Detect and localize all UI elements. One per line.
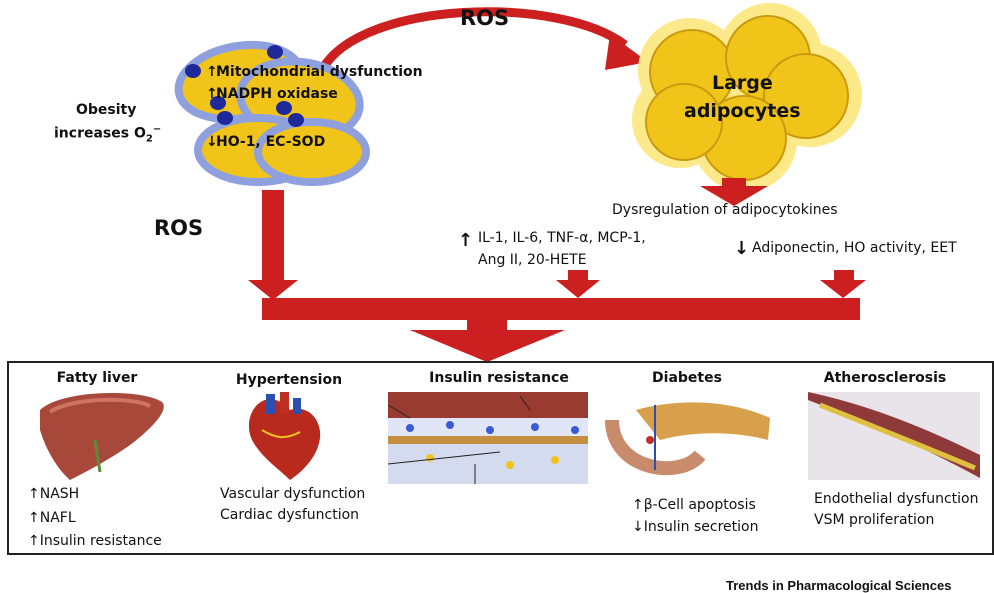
ros-curved-arrow bbox=[318, 7, 628, 73]
artery-image bbox=[808, 392, 980, 480]
down-cytokines-label: Adiponectin, HO activity, EET bbox=[752, 240, 957, 256]
ros-curved-arrowhead bbox=[605, 34, 648, 70]
merge-arrowhead bbox=[410, 330, 565, 362]
up-cytokines-arrow-icon: ↑ bbox=[458, 230, 474, 251]
up-cytokines-line-1: IL-1, IL-6, TNF-α, MCP-1, bbox=[478, 230, 646, 246]
merge-bar bbox=[262, 298, 860, 320]
atherosclerosis-line-2: VSM proliferation bbox=[814, 512, 935, 528]
liver-image bbox=[40, 392, 164, 480]
large-adipocytes-label-2: adipocytes bbox=[684, 100, 801, 122]
panel-title-hypertension: Hypertension bbox=[235, 372, 343, 388]
fatty-liver-line-2: ↑NAFL bbox=[28, 510, 76, 526]
obesity-label-line2: increases O2− bbox=[54, 124, 162, 145]
heart-image bbox=[248, 392, 321, 480]
outcomes-box bbox=[7, 361, 994, 555]
diabetes-line-2: ↓Insulin secretion bbox=[632, 519, 759, 535]
dysregulation-label: Dysregulation of adipocytokines bbox=[612, 202, 838, 218]
atherosclerosis-line-1: Endothelial dysfunction bbox=[814, 491, 979, 507]
large-adipocytes-cluster bbox=[632, 3, 862, 192]
pancreas-image bbox=[602, 392, 774, 484]
fatty-liver-line-3: ↑Insulin resistance bbox=[28, 533, 162, 549]
adipocytes-down-arrow bbox=[700, 186, 768, 206]
ros-top-label: ROS bbox=[460, 6, 510, 30]
cell-up-item-1: ↑Mitochondrial dysfunction bbox=[206, 64, 423, 80]
up-cytokines-line-2: Ang II, 20-HETE bbox=[478, 252, 587, 268]
diabetes-line-1: ↑β-Cell apoptosis bbox=[632, 497, 756, 513]
down-cytokines-arrow-icon: ↓ bbox=[734, 238, 750, 259]
cell-up-item-2: ↑NADPH oxidase bbox=[206, 86, 338, 102]
obesity-label-line1: Obesity bbox=[76, 102, 137, 118]
cell-down-item-1: ↓HO-1, EC-SOD bbox=[206, 134, 326, 150]
left-ros-shaft bbox=[262, 190, 284, 282]
vessel-image bbox=[387, 392, 588, 484]
large-adipocytes-label-1: Large bbox=[712, 72, 773, 94]
panel-title-fatty-liver: Fatty liver bbox=[56, 370, 138, 386]
panel-title-insulin-resistance: Insulin resistance bbox=[429, 370, 569, 386]
ros-left-label: ROS bbox=[154, 216, 204, 240]
hypertension-line-1: Vascular dysfunction bbox=[220, 486, 366, 502]
journal-footer: Trends in Pharmacological Sciences bbox=[726, 578, 952, 593]
fatty-liver-line-1: ↑NASH bbox=[28, 486, 80, 502]
hypertension-line-2: Cardiac dysfunction bbox=[220, 507, 360, 523]
panel-title-diabetes: Diabetes bbox=[652, 370, 722, 386]
panel-title-atherosclerosis: Atherosclerosis bbox=[823, 370, 947, 386]
obese-cells bbox=[174, 40, 370, 186]
